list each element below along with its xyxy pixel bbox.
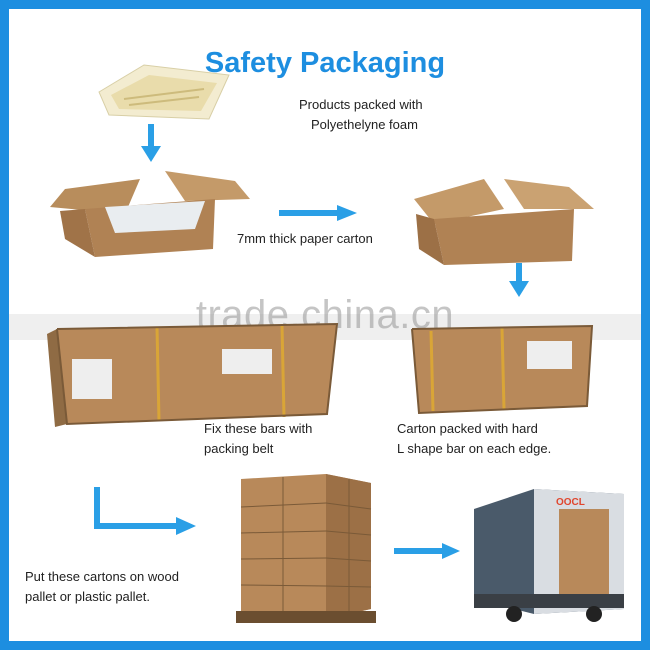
box-with-bars-image bbox=[47, 322, 339, 427]
caption-pallet: Put these cartons on wood pallet or plas… bbox=[25, 567, 179, 607]
arrow-right-icon bbox=[279, 205, 357, 221]
arrow-down-icon bbox=[509, 263, 529, 297]
open-box-with-foam-image bbox=[50, 171, 250, 257]
page-title: Safety Packaging bbox=[204, 47, 446, 79]
caption-bars-line1: Fix these bars with bbox=[204, 421, 313, 436]
caption-foam: Products packed with Polyethelyne foam bbox=[299, 95, 423, 135]
arrow-down-icon bbox=[141, 124, 161, 162]
arrow-right-icon bbox=[394, 543, 460, 559]
palletized-cartons-image bbox=[236, 474, 376, 623]
container-logo-text: OOCL bbox=[556, 497, 585, 508]
caption-lbar-line2: L shape bar on each edge. bbox=[397, 441, 552, 456]
l-arrow-icon bbox=[94, 487, 196, 535]
caption-pallet-line2: pallet or plastic pallet. bbox=[25, 589, 151, 604]
caption-pallet-line1: Put these cartons on wood bbox=[25, 569, 179, 584]
caption-bars: Fix these bars with packing belt bbox=[204, 419, 312, 459]
foam-wrapped-product-image bbox=[98, 64, 230, 120]
shipping-container-image: OOCL bbox=[474, 489, 624, 622]
caption-lbar: Carton packed with hard L shape bar on e… bbox=[397, 419, 551, 459]
caption-foam-line1: Products packed with bbox=[299, 97, 423, 112]
caption-carton: 7mm thick paper carton bbox=[237, 231, 373, 246]
box-with-l-bars-image bbox=[411, 324, 594, 415]
open-empty-box-image bbox=[414, 179, 594, 265]
caption-bars-line2: packing belt bbox=[204, 441, 274, 456]
caption-foam-line2: Polyethelyne foam bbox=[311, 117, 418, 132]
caption-lbar-line1: Carton packed with hard bbox=[397, 421, 538, 436]
